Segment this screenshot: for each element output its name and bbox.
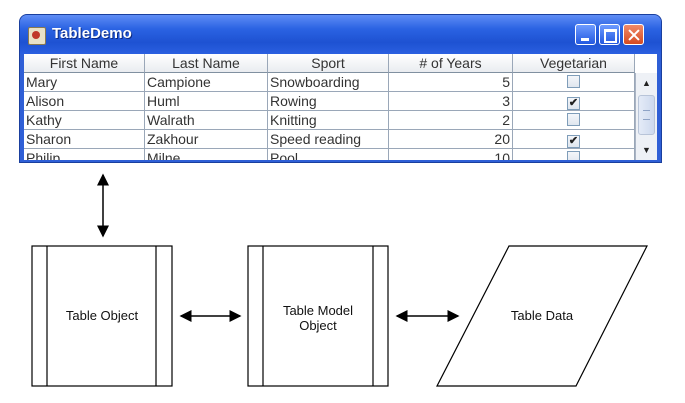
table-header: First Name Last Name Sport # of Years Ve… [24,54,635,73]
maximize-button[interactable] [599,24,620,45]
table-cell-years[interactable]: 3 [389,92,513,111]
table-object-label: Table Object [65,308,139,323]
table-data-parallelogram [436,245,648,387]
scroll-up-arrow-icon[interactable]: ▲ [642,78,651,88]
table-cell-last[interactable]: Zakhour [145,130,268,149]
table-demo-window: TableDemo First Name Last Name Sport # o… [20,15,661,162]
vegetarian-checkbox[interactable]: ✔ [567,135,580,148]
column-header-years[interactable]: # of Years [389,54,513,73]
close-button[interactable] [623,24,644,45]
table-cell-years[interactable]: 2 [389,111,513,130]
table-cell-sport[interactable]: Snowboarding [268,73,389,92]
table-cell-years[interactable]: 20 [389,130,513,149]
window-title: TableDemo [52,25,132,42]
table-cell-sport[interactable]: Rowing [268,92,389,111]
table-cell-vegetarian [513,111,635,130]
table-cell-sport[interactable]: Pool [268,149,389,160]
table-cell-first[interactable]: Sharon [24,130,145,149]
vegetarian-checkbox[interactable] [567,75,580,88]
table-cell-years[interactable]: 5 [389,73,513,92]
minimize-button[interactable] [575,24,596,45]
table-cell-first[interactable]: Kathy [24,111,145,130]
table-cell-last[interactable]: Campione [145,73,268,92]
scroll-thumb[interactable] [638,95,655,135]
table-object-box [31,245,173,387]
column-header-sport[interactable]: Sport [268,54,389,73]
table-cell-last[interactable]: Huml [145,92,268,111]
table: First Name Last Name Sport # of Years Ve… [24,54,657,160]
vegetarian-checkbox[interactable]: ✔ [567,97,580,110]
column-header-vegetarian[interactable]: Vegetarian [513,54,635,73]
vegetarian-checkbox[interactable] [567,113,580,126]
java-cup-icon [28,27,46,45]
table-cell-vegetarian: ✔ [513,92,635,111]
vertical-scrollbar[interactable]: ▲ ▼ [635,73,657,160]
table-model-object-label-line1: Table Model [282,303,354,318]
table-cell-vegetarian [513,149,635,160]
table-cell-vegetarian [513,73,635,92]
scroll-down-arrow-icon[interactable]: ▼ [642,145,651,155]
table-cell-sport[interactable]: Speed reading [268,130,389,149]
table-cell-vegetarian: ✔ [513,130,635,149]
column-header-first-name[interactable]: First Name [24,54,145,73]
table-model-object-label: Table Model Object [263,303,373,333]
table-cell-sport[interactable]: Knitting [268,111,389,130]
table-model-object-box [247,245,389,387]
table-cell-last[interactable]: Walrath [145,111,268,130]
table-cell-first[interactable]: Mary [24,73,145,92]
table-cell-first[interactable]: Philip [24,149,145,160]
table-cell-first[interactable]: Alison [24,92,145,111]
column-header-last-name[interactable]: Last Name [145,54,268,73]
table-cell-last[interactable]: Milne [145,149,268,160]
vegetarian-checkbox[interactable] [567,151,580,160]
table-cell-years[interactable]: 10 [389,149,513,160]
title-bar[interactable]: TableDemo [20,15,661,54]
table-data-label: Table Data [510,308,574,323]
table-model-object-label-line2: Object [299,318,337,333]
